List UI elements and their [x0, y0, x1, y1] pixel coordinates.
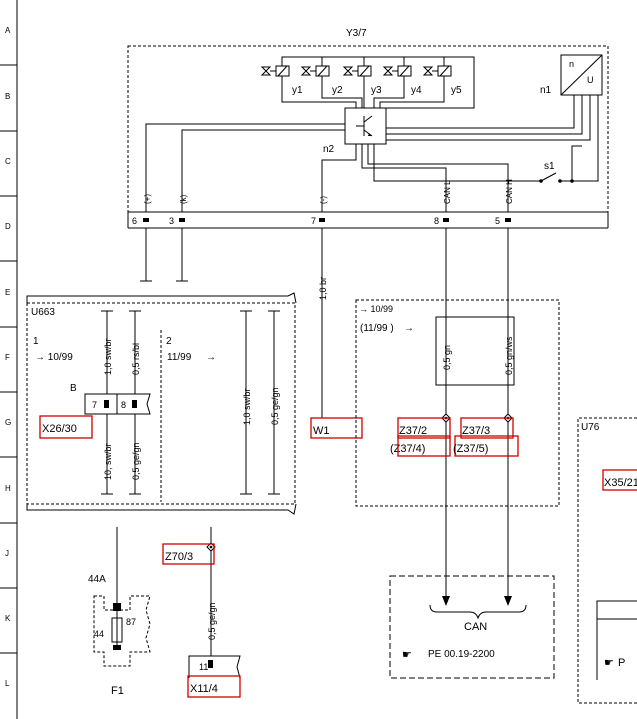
connector-z37-5: (Z37/5): [453, 443, 488, 455]
wire-label: 0,5 ge/gn: [131, 442, 141, 480]
n2-label: n2: [323, 144, 335, 155]
row-label-margin: A B C D E F G H J K L: [0, 0, 18, 719]
f1-fuse-box: 44 87: [93, 595, 151, 667]
n1-symbol-n: n: [569, 59, 574, 69]
connector-z70-3: Z70/3: [165, 551, 193, 563]
pin-terminals: [143, 218, 511, 222]
can-bus-box: CAN ☛ PE 00.19-2200: [389, 575, 555, 679]
connector-block-b: 7 8: [84, 393, 151, 415]
wire-label: 0,5 gn: [442, 345, 452, 370]
pin-signal: CAN L: [443, 180, 452, 204]
s1-label: s1: [544, 161, 555, 172]
can-variant-box: → 10/99 (11/99 ) → 0,5 gn 0,5 gn/ws: [355, 299, 560, 507]
pin-signal: (-): [319, 196, 328, 204]
row-label: H: [5, 484, 11, 493]
valve-label: y3: [371, 85, 382, 96]
variant-date: → 10/99: [359, 304, 393, 314]
wire-label: 1,0 sw/br: [103, 338, 113, 375]
connector-x11-4-block: 11: [188, 655, 241, 679]
row-label: E: [5, 288, 10, 297]
can-label: CAN: [464, 621, 487, 633]
valve-label: y4: [411, 85, 422, 96]
wire-label: 1,0 br: [318, 277, 328, 300]
row-label: G: [5, 418, 11, 427]
variant-arrow: →: [206, 352, 216, 363]
can-reference: PE 00.19-2200: [428, 649, 495, 660]
row-label: F: [5, 353, 10, 362]
connector-block-label: B: [70, 383, 77, 394]
connector-x26-30: X26/30: [42, 423, 77, 435]
wire-label: 0,5 gn/ws: [504, 336, 514, 375]
y3-7-module: Y3/7 y1 y2 y3: [127, 28, 609, 229]
pin-number: 5: [495, 216, 500, 226]
pin-signal: (k): [179, 194, 188, 204]
fuse-pin: 87: [126, 617, 136, 627]
connector-z37-4: (Z37/4): [390, 443, 425, 455]
u663-box: U663 1 → 10/99 1,0 sw/br 0,5 rs/bl B 7 8…: [26, 292, 297, 515]
valve-y5: y5: [422, 65, 462, 96]
wire-label: 0,5 ge/gn: [270, 387, 280, 425]
pin-number: 8: [434, 216, 439, 226]
n1-symbol-u: U: [587, 75, 594, 85]
u76-box: U76 X35/21 ☛ P: [577, 417, 637, 704]
fuse-pin: 44: [94, 629, 104, 639]
connector-z37-2: Z37/2: [399, 425, 427, 437]
pin-signal: (+): [143, 194, 152, 204]
connector-x35-21: X35/21: [604, 477, 637, 489]
row-label: D: [5, 222, 11, 231]
pin-number: 7: [311, 216, 316, 226]
n1-label: n1: [540, 85, 552, 96]
valve-label: y5: [451, 85, 462, 96]
valve-label: y2: [332, 85, 343, 96]
variant-number: 1: [33, 336, 39, 347]
pointing-hand-icon: ☛: [402, 649, 412, 661]
u76-label: U76: [581, 422, 600, 433]
row-label: A: [5, 26, 11, 35]
wire-label: 10, sw/br: [103, 443, 113, 480]
wire-label: 0,5 rs/bl: [131, 343, 141, 375]
row-label: K: [5, 614, 11, 623]
row-label: J: [5, 549, 9, 558]
connector-x11-4: X11/4: [190, 683, 218, 695]
variant-date: → 10/99: [35, 352, 73, 363]
row-label: C: [5, 157, 11, 166]
variant-date: (11/99 ): [360, 323, 394, 334]
pin-number: 7: [92, 400, 97, 410]
variant-date: 11/99: [167, 352, 192, 363]
n1-sensor: n U n1: [540, 54, 603, 96]
wire-label: 0,5 ge/gn: [207, 602, 217, 640]
variant-arrow: →: [404, 323, 414, 334]
wire-label: 1,0 sw/br: [242, 388, 252, 425]
valve-label: y1: [292, 85, 303, 96]
variant-number: 2: [166, 336, 172, 347]
pin-number: 3: [169, 216, 174, 226]
f1-label: F1: [111, 685, 124, 697]
reference-text: P: [618, 657, 625, 669]
connector-z37-3: Z37/3: [462, 425, 490, 437]
n2-control-unit: n2: [323, 107, 387, 155]
u663-label: U663: [31, 307, 55, 318]
valve-y3: y3: [342, 65, 382, 96]
row-label: L: [5, 679, 10, 688]
row-label: B: [5, 92, 10, 101]
y3-7-label: Y3/7: [346, 28, 367, 39]
fuse-rating: 44A: [88, 574, 106, 585]
s1-switch: s1: [539, 161, 574, 183]
pin-number: 6: [132, 216, 137, 226]
pin-number: 8: [121, 400, 126, 410]
ground-point-w1: W1: [313, 425, 330, 437]
pin-number: 11: [199, 662, 208, 672]
pin-signal: CAN H: [505, 179, 514, 204]
ref-icon: ☛: [604, 657, 614, 669]
valve-y4: y4: [382, 65, 422, 96]
